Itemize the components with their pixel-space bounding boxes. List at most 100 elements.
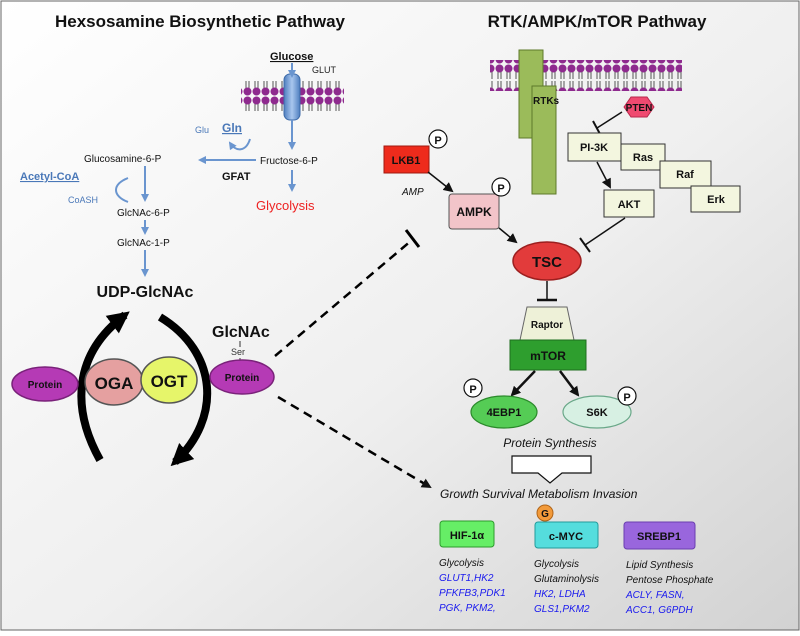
hif1a-label: HIF-1α — [450, 530, 485, 542]
glycolysis-label: Glycolysis — [256, 198, 315, 213]
akt-label: AKT — [618, 199, 641, 211]
hif1a-node — [439, 520, 495, 548]
ampk-node — [448, 193, 500, 230]
cycle-arrow-left — [77, 311, 130, 462]
ras-label: Ras — [633, 152, 653, 164]
erk-label: Erk — [707, 194, 726, 206]
ogt-label: OGT — [151, 372, 188, 391]
arrow-lkb1-ampk — [427, 171, 454, 193]
p-label-lkb1: P — [434, 135, 441, 147]
arrow-mtor-s6k — [559, 370, 580, 397]
gln-glu-curve — [228, 138, 251, 151]
mtor-node — [509, 339, 587, 371]
udpglcnac-label: UDP-GlcNAc — [97, 284, 194, 301]
lkb1-label: LKB1 — [392, 155, 421, 167]
p-label-4ebp1: P — [469, 384, 476, 396]
hbp-title: Hexsosamine Biosynthetic Pathway — [55, 12, 346, 31]
p-label-ampk: P — [497, 183, 504, 195]
glcnac-label: GlcNAc — [212, 324, 270, 341]
glcnac6p-label: GlcNAc-6-P — [117, 208, 170, 219]
protein-left-node — [11, 366, 79, 402]
acetylcoa-label: Acetyl-CoA — [20, 171, 79, 183]
glut-transporter — [283, 73, 301, 121]
lkb1-node — [383, 145, 430, 174]
glcnac1p-label: GlcNAc-1-P — [117, 238, 170, 249]
erk-node — [690, 185, 741, 213]
ras-node — [620, 143, 666, 171]
p-label-s6k: P — [623, 392, 630, 404]
glcnac-g-badge — [536, 504, 554, 522]
ogt-node — [140, 356, 198, 404]
srebp1-node — [623, 521, 696, 550]
srebp1-genes-1: ACLY, FASN, — [625, 590, 685, 601]
cycle-arrow-right — [157, 313, 212, 467]
cmyc-label: c-MYC — [549, 531, 583, 543]
akt-inhibit-line — [584, 217, 626, 246]
phospho-badge-ampk — [491, 177, 511, 197]
phospho-badge-lkb1 — [428, 129, 448, 149]
cmyc-node — [534, 521, 599, 549]
rtk-receptor-front — [531, 85, 557, 195]
phospho-badge-s6k — [617, 386, 637, 406]
glu-label: Glu — [195, 125, 209, 135]
protein-right-label: Protein — [225, 373, 259, 384]
glucose-label: Glucose — [270, 51, 313, 63]
coash-label: CoASH — [68, 195, 98, 205]
s6k-label: S6K — [586, 407, 607, 419]
raf-node — [659, 160, 712, 189]
srebp1-process-2: Pentose Phosphate — [626, 575, 714, 586]
protein-right-node — [209, 359, 275, 395]
arrow-pi3k-akt — [596, 161, 611, 189]
hif1a-genes-2: PFKFB3,PDK1 — [439, 588, 506, 599]
ser-label: Ser — [231, 347, 245, 357]
cmyc-process-1: Glycolysis — [534, 559, 579, 570]
gln-label: Gln — [222, 121, 242, 135]
inhibit-bar-ampk — [404, 229, 421, 248]
raf-label: Raf — [676, 169, 694, 181]
hif1a-process-1: Glycolysis — [439, 558, 484, 569]
amp-label: AMP — [401, 187, 424, 198]
srebp1-label: SREBP1 — [637, 531, 681, 543]
gfat-label: GFAT — [222, 171, 251, 183]
arrow-ampk-tsc — [498, 227, 518, 244]
cmyc-genes-1: HK2, LDHA — [534, 589, 586, 600]
akt-inhibit-bar — [579, 237, 591, 253]
glut-label: GLUT — [312, 65, 337, 75]
akt-node — [603, 189, 655, 218]
raptor-label: Raptor — [531, 320, 563, 331]
pten-inhibit-bar — [592, 120, 601, 135]
pi3k-label: PI-3K — [580, 142, 608, 154]
srebp1-genes-2: ACC1, G6PDH — [625, 605, 693, 616]
tsc-label: TSC — [532, 254, 562, 271]
pten-inhibit-line — [596, 111, 623, 129]
ampk-label: AMPK — [456, 205, 492, 219]
oga-label: OGA — [95, 374, 134, 393]
pten-label: PTEN — [626, 103, 653, 114]
mtor-label: mTOR — [530, 349, 566, 363]
fructose6p-label: Fructose-6-P — [260, 156, 318, 167]
g-label: G — [541, 509, 549, 520]
tsc-node — [512, 241, 582, 281]
hif1a-genes-3: PGK, PKM2, — [439, 603, 496, 614]
cmyc-process-2: Glutaminolysis — [534, 574, 599, 585]
outcomes-label: Growth Survival Metabolism Invasion — [440, 487, 638, 501]
cmyc-genes-2: GLS1,PKM2 — [534, 604, 590, 615]
phospho-badge-4ebp1 — [463, 378, 483, 398]
pten-node — [623, 96, 655, 118]
rtks-label: RTKs — [533, 96, 560, 107]
srebp1-process-1: Lipid Synthesis — [626, 560, 693, 571]
s6k-node — [562, 395, 632, 429]
protein-synthesis-label: Protein Synthesis — [503, 436, 596, 450]
glucosamine6p-label: Glucosamine-6-P — [84, 154, 162, 165]
pi3k-node — [567, 132, 622, 162]
protein-left-label: Protein — [28, 380, 62, 391]
arrow-mtor-4ebp1 — [510, 370, 536, 397]
hif1a-genes-1: GLUT1,HK2 — [439, 573, 494, 584]
4ebp1-node — [470, 395, 538, 429]
4ebp1-label: 4EBP1 — [487, 407, 522, 419]
mtor-pathway-title: RTK/AMPK/mTOR Pathway — [488, 12, 707, 31]
acetyl-transfer-curve — [115, 177, 129, 203]
block-arrow-down — [511, 455, 592, 484]
